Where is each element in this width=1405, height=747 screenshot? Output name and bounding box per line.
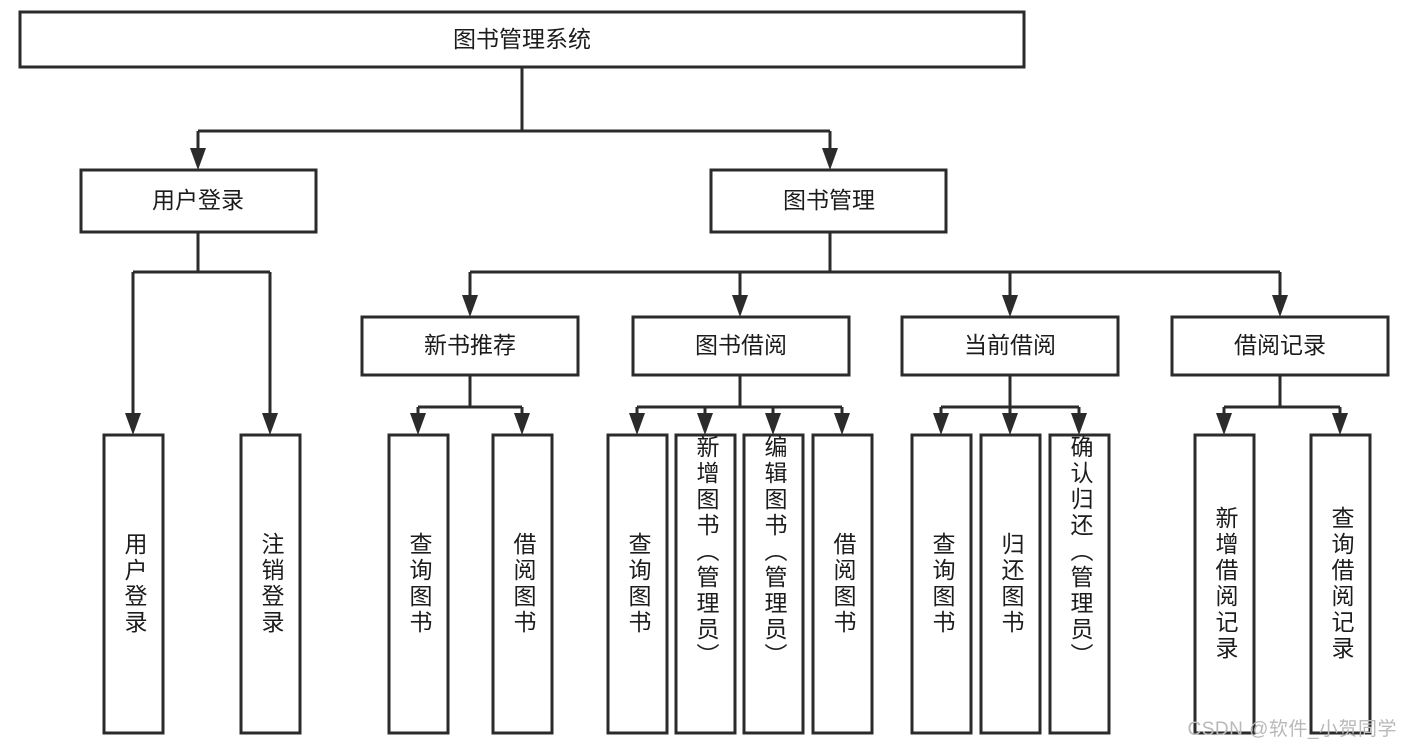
leaf-box-query-book-1[interactable] xyxy=(387,433,450,735)
node-root-box[interactable] xyxy=(18,10,1026,69)
node-user-login[interactable]: 用户登录 xyxy=(79,168,318,234)
watermark-text: CSDN @软件_小贺同学 xyxy=(1187,719,1397,740)
node-new-book-recommend-box[interactable] xyxy=(360,315,580,377)
leaf-box-query-record[interactable] xyxy=(1309,433,1372,735)
arrowhead-book-manage xyxy=(822,148,838,170)
arrowhead-new-book xyxy=(462,295,478,317)
node-borrow-record-label: 借阅记录 xyxy=(1234,332,1326,358)
node-book-borrow-box[interactable] xyxy=(631,315,851,377)
leaf-boxes-current-borrow[interactable] xyxy=(910,433,1111,735)
arrowhead-book-borrow xyxy=(732,295,748,317)
arrowhead-leaf-add-book xyxy=(697,413,713,435)
node-new-book-recommend-label: 新书推荐 xyxy=(424,332,516,358)
leaf-boxes-borrow-record[interactable] xyxy=(1193,433,1372,735)
leaf-box-query-book-3[interactable] xyxy=(910,433,973,735)
arrowhead-leaf-return-book xyxy=(1002,413,1018,435)
node-book-manage[interactable]: 图书管理 xyxy=(709,168,948,234)
leaf-boxes-user-login[interactable] xyxy=(102,433,302,735)
leaf-box-query-book-2[interactable] xyxy=(606,433,669,735)
node-current-borrow[interactable]: 当前借阅 xyxy=(900,315,1120,377)
leaf-box-add-record[interactable] xyxy=(1193,433,1256,735)
node-current-borrow-label: 当前借阅 xyxy=(964,332,1056,358)
node-borrow-record-box[interactable] xyxy=(1170,315,1390,377)
arrowhead-leaf-user-login xyxy=(125,413,141,435)
arrowhead-leaf-query-book-1 xyxy=(410,413,426,435)
node-current-borrow-box[interactable] xyxy=(900,315,1120,377)
arrowhead-leaf-borrow-book-2 xyxy=(834,413,850,435)
arrowhead-current-borrow xyxy=(1002,295,1018,317)
arrowhead-leaf-add-record xyxy=(1216,413,1232,435)
connector-group xyxy=(125,67,1348,435)
leaf-box-borrow-book-2[interactable] xyxy=(811,433,874,735)
leaf-box-edit-book[interactable] xyxy=(742,433,805,735)
arrowhead-borrow-record xyxy=(1272,295,1288,317)
node-book-borrow-label: 图书借阅 xyxy=(695,332,787,358)
node-book-manage-box[interactable] xyxy=(709,168,948,234)
arrowhead-leaf-edit-book xyxy=(765,413,781,435)
arrowhead-leaf-query-book-3 xyxy=(933,413,949,435)
leaf-box-user-login[interactable] xyxy=(102,433,165,735)
node-new-book-recommend[interactable]: 新书推荐 xyxy=(360,315,580,377)
arrowhead-leaf-logout xyxy=(262,413,278,435)
node-borrow-record[interactable]: 借阅记录 xyxy=(1170,315,1390,377)
leaf-box-borrow-book-1[interactable] xyxy=(491,433,554,735)
leaf-box-logout[interactable] xyxy=(239,433,302,735)
leaf-box-confirm-return[interactable] xyxy=(1048,433,1111,735)
arrowhead-leaf-query-book-2 xyxy=(629,413,645,435)
node-user-login-box[interactable] xyxy=(79,168,318,234)
leaf-boxes-book-borrow[interactable] xyxy=(606,433,874,735)
node-root-label: 图书管理系统 xyxy=(453,26,591,52)
node-book-borrow[interactable]: 图书借阅 xyxy=(631,315,851,377)
arrowhead-leaf-confirm-return xyxy=(1071,413,1087,435)
node-user-login-label: 用户登录 xyxy=(152,187,244,213)
leaf-box-add-book[interactable] xyxy=(674,433,737,735)
arrowhead-user-login xyxy=(190,148,206,170)
leaf-box-return-book[interactable] xyxy=(979,433,1042,735)
arrowhead-leaf-borrow-book-1 xyxy=(514,413,530,435)
node-book-manage-label: 图书管理 xyxy=(783,187,875,213)
node-root[interactable]: 图书管理系统 xyxy=(18,10,1026,69)
arrowhead-leaf-query-record xyxy=(1332,413,1348,435)
leaf-boxes-new-book-recommend[interactable] xyxy=(387,433,554,735)
